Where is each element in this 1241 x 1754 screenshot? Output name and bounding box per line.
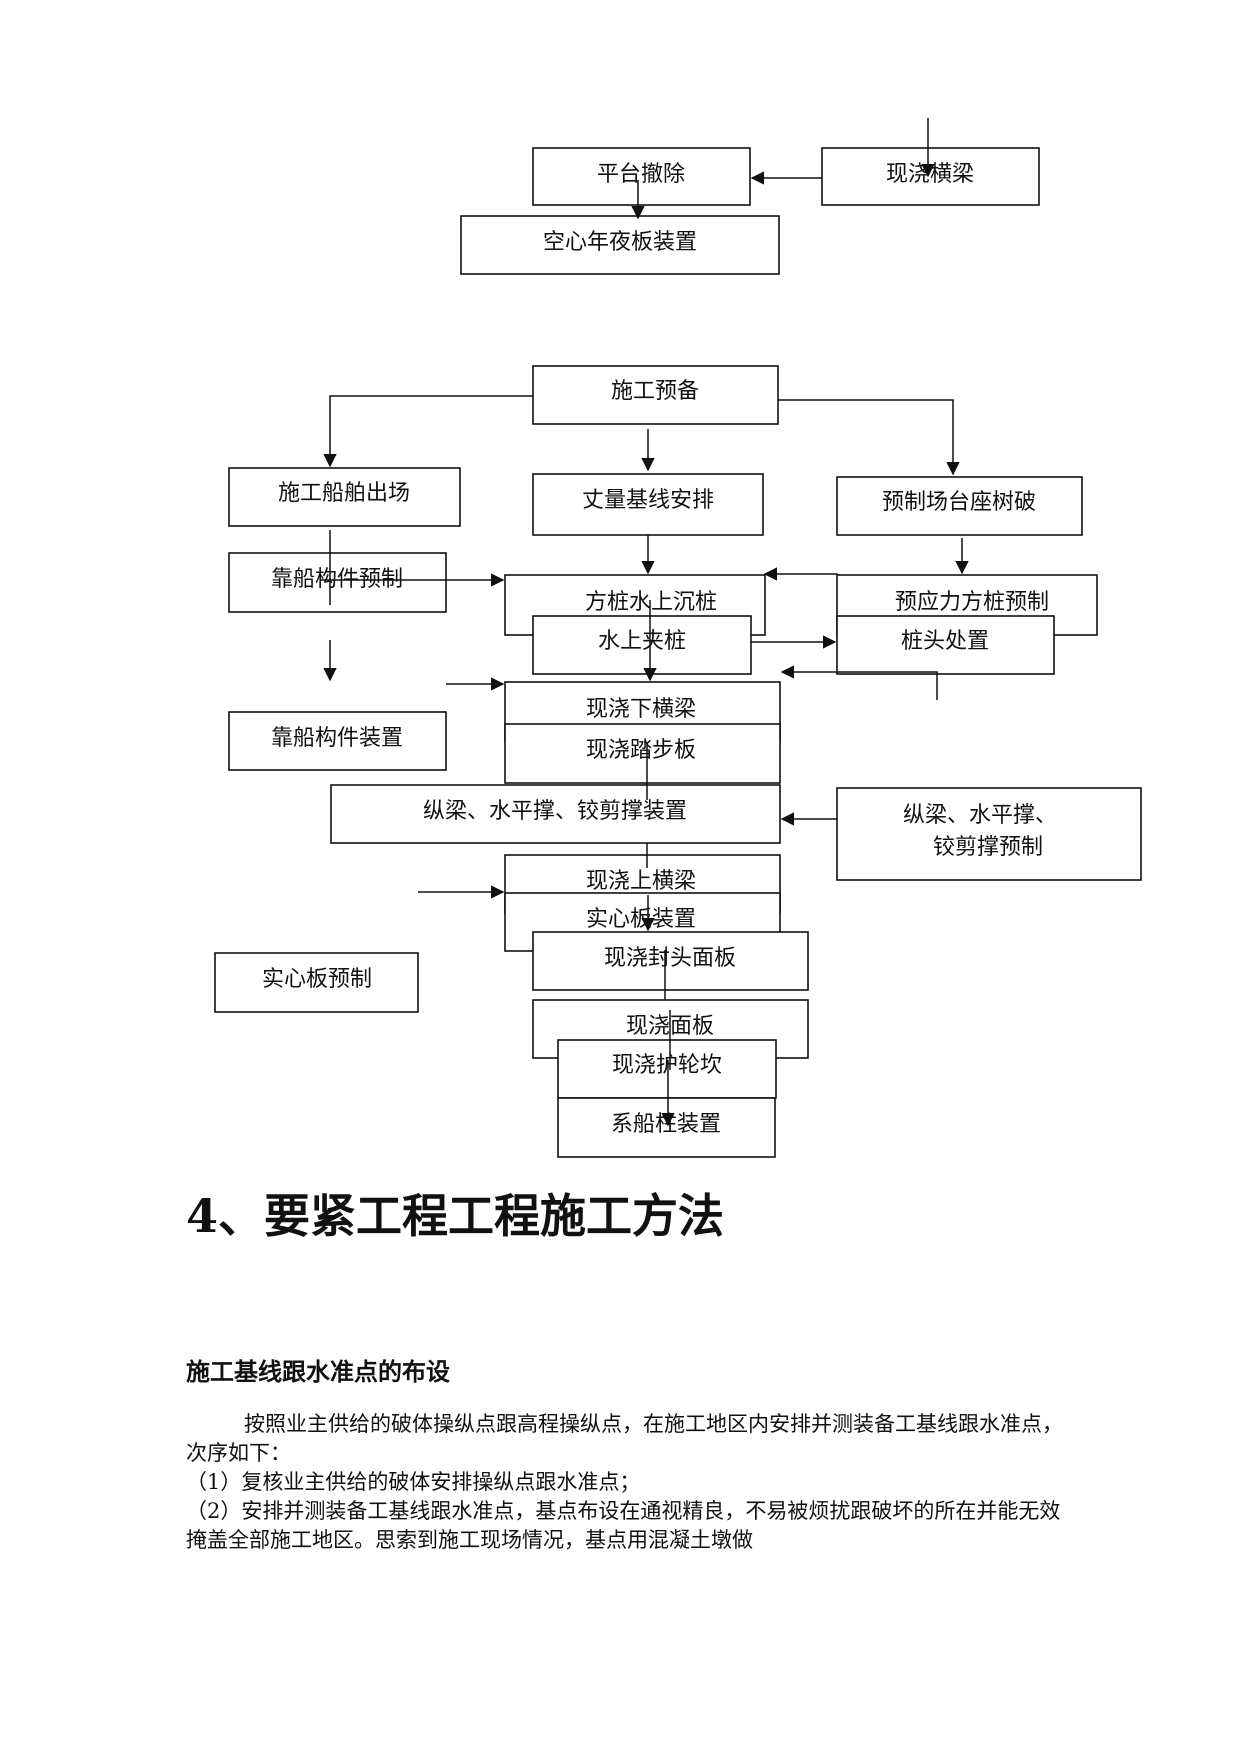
body-text: 按照业主供给的破体操纵点跟高程操纵点，在施工地区内安排并测装备工基线跟水准点，次… [186,1410,1066,1555]
svg-text:施工预备: 施工预备 [611,379,699,404]
svg-text:丈量基线安排: 丈量基线安排 [582,488,714,513]
box-baseline: 丈量基线安排 [532,473,764,536]
box-berth-precast: 靠船构件预制 [228,552,447,613]
list-item-1: （1）复核业主供给的破体安排操纵点跟水准点； [186,1470,641,1494]
list-item-2: （2）安排并测装备工基线跟水准点，基点布设在通视精良，不易被烦扰跟破坏的所在并能… [186,1499,1061,1552]
box-cast-crossbeam: 现浇横梁 [821,147,1040,206]
svg-text:系船柱装置: 系船柱装置 [611,1112,721,1137]
svg-text:桩头处置: 桩头处置 [901,629,989,654]
box-clamp-pile: 水上夹桩 [532,615,752,675]
flow-connectors [320,395,969,1127]
svg-text:方桩水上沉桩: 方桩水上沉桩 [585,590,717,615]
box-solid-precast: 实心板预制 [214,952,419,1013]
box-long-beam-precast: 纵梁、水平撑、 铰剪撑预制 [836,787,1142,881]
svg-text:现浇下横梁: 现浇下横梁 [586,697,696,722]
svg-text:铰剪撑预制: 铰剪撑预制 [933,835,1043,860]
svg-text:现浇封头面板: 现浇封头面板 [604,946,736,971]
box-bollard: 系船柱装置 [557,1097,776,1158]
svg-text:现浇上横梁: 现浇上横梁 [586,869,696,894]
svg-text:预应力方桩预制: 预应力方桩预制 [895,590,1049,615]
svg-text:现浇踏步板: 现浇踏步板 [586,738,696,763]
svg-text:施工船舶出场: 施工船舶出场 [278,481,410,506]
box-curb: 现浇护轮坎 [557,1039,777,1099]
svg-text:预制场台座树破: 预制场台座树破 [882,490,1036,515]
subsection-heading: 施工基线跟水准点的布设 [186,1357,450,1386]
paragraph-intro: 按照业主供给的破体操纵点跟高程操纵点，在施工地区内安排并测装备工基线跟水准点，次… [186,1412,1063,1465]
box-prep: 施工预备 [532,365,779,425]
svg-text:现浇横梁: 现浇横梁 [886,162,974,187]
svg-text:实心板装置: 实心板装置 [586,907,696,932]
box-precast-yard: 预制场台座树破 [836,476,1083,536]
svg-text:纵梁、水平撑、: 纵梁、水平撑、 [903,803,1057,828]
construction-flowchart: 平台撤除 现浇横梁 空心年夜板装置 施工预备 施工船舶出场 丈量基线安排 预制场… [214,118,1142,1158]
section-heading: 4、要紧工程工程施工方法 [186,1189,725,1243]
box-pile-head: 桩头处置 [836,615,1055,675]
box-hollow-slab-install: 空心年夜板装置 [460,215,780,275]
svg-text:纵梁、水平撑、铰剪撑装置: 纵梁、水平撑、铰剪撑装置 [423,799,687,824]
box-long-beam-install: 纵梁、水平撑、铰剪撑装置 [330,784,781,844]
svg-text:靠船构件装置: 靠船构件装置 [271,726,403,751]
box-platform-removal: 平台撤除 [532,147,751,206]
box-ship-out: 施工船舶出场 [228,467,461,527]
svg-text:实心板预制: 实心板预制 [262,967,372,992]
svg-text:平台撤除: 平台撤除 [597,162,685,187]
box-step-slab: 现浇踏步板 [504,723,781,784]
svg-text:水上夹桩: 水上夹桩 [598,629,686,654]
svg-text:空心年夜板装置: 空心年夜板装置 [543,230,697,255]
box-berth-install: 靠船构件装置 [228,711,447,771]
svg-text:现浇护轮坎: 现浇护轮坎 [612,1053,722,1078]
box-seal-panel: 现浇封头面板 [532,931,809,991]
